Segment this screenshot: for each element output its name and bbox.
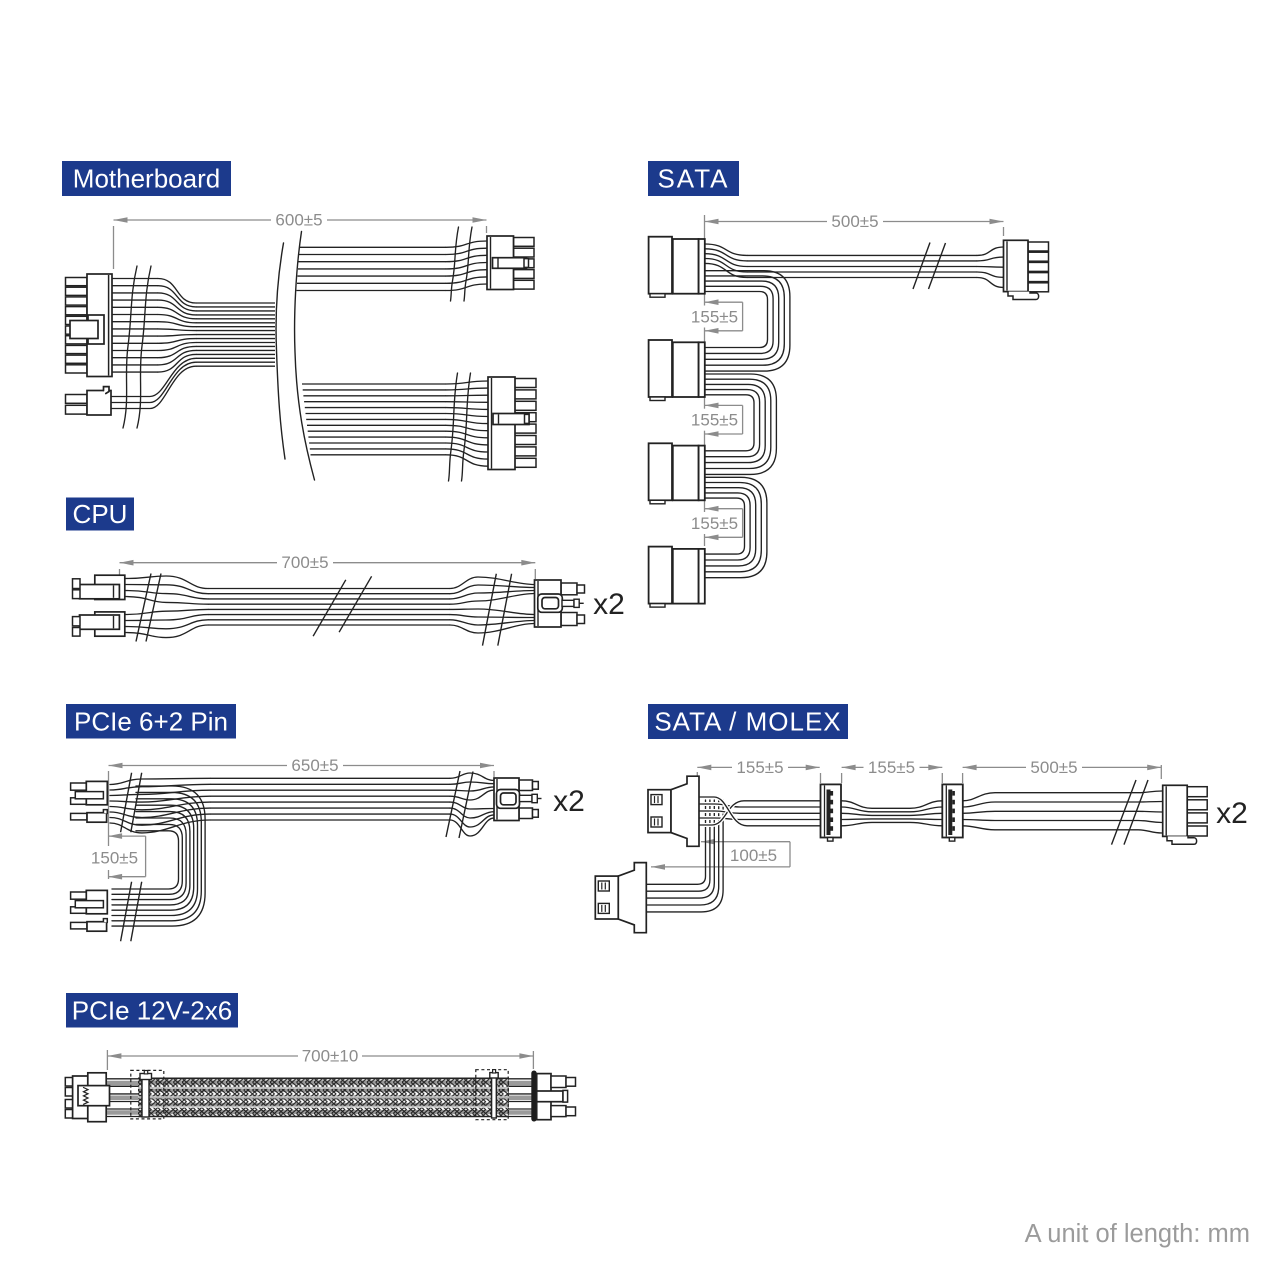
svg-text:650±5: 650±5 bbox=[291, 756, 338, 775]
svg-text:155±5: 155±5 bbox=[736, 758, 783, 777]
svg-text:700±5: 700±5 bbox=[281, 553, 328, 572]
svg-text:500±5: 500±5 bbox=[831, 212, 878, 231]
svg-text:Motherboard: Motherboard bbox=[73, 164, 220, 194]
svg-text:600±5: 600±5 bbox=[275, 211, 322, 230]
svg-text:500±5: 500±5 bbox=[1030, 758, 1077, 777]
svg-text:A unit of length: mm: A unit of length: mm bbox=[1025, 1220, 1250, 1248]
svg-text:PCIe 12V-2x6: PCIe 12V-2x6 bbox=[72, 996, 232, 1026]
svg-text:155±5: 155±5 bbox=[868, 758, 915, 777]
svg-text:CPU: CPU bbox=[73, 499, 128, 529]
svg-text:155±5: 155±5 bbox=[691, 411, 738, 430]
svg-text:x2: x2 bbox=[1216, 797, 1248, 830]
svg-text:155±5: 155±5 bbox=[691, 514, 738, 533]
svg-text:700±10: 700±10 bbox=[302, 1047, 359, 1066]
svg-text:155±5: 155±5 bbox=[691, 308, 738, 327]
svg-text:x2: x2 bbox=[553, 785, 585, 818]
svg-text:150±5: 150±5 bbox=[91, 849, 138, 868]
svg-text:100±5: 100±5 bbox=[730, 846, 777, 865]
svg-text:PCIe 6+2 Pin: PCIe 6+2 Pin bbox=[74, 707, 228, 737]
svg-text:SATA / MOLEX: SATA / MOLEX bbox=[654, 707, 841, 737]
svg-text:x2: x2 bbox=[593, 588, 625, 621]
svg-text:SATA: SATA bbox=[657, 164, 729, 194]
